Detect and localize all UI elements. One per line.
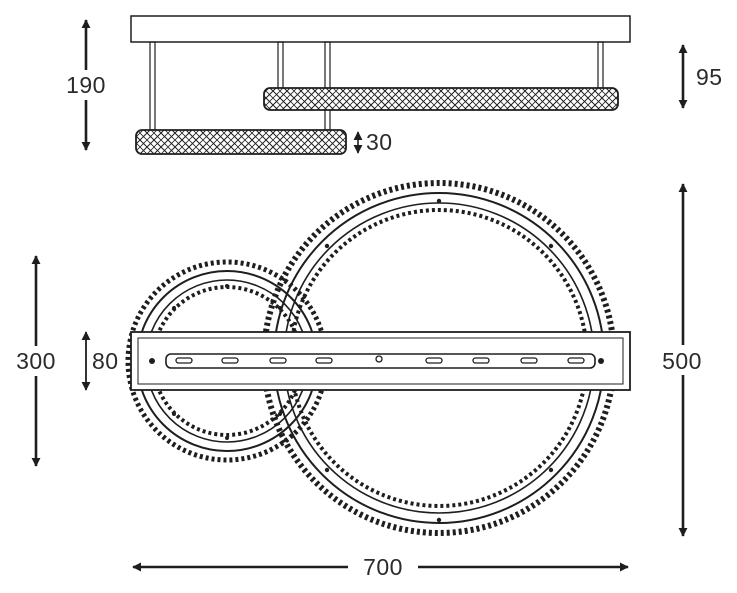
dim-label-80: 80: [92, 348, 119, 374]
dim-label-500: 500: [662, 348, 702, 374]
side-view: [130, 15, 631, 155]
dim-label-30: 30: [366, 129, 393, 155]
small-ring-side-band: [135, 129, 347, 155]
ring-dots: [172, 198, 598, 523]
ceiling-canopy: [130, 15, 631, 43]
large-ring-side-band: [263, 87, 619, 111]
dim-label-190: 190: [66, 72, 106, 98]
dim-label-95: 95: [696, 64, 723, 90]
mounting-bar: [130, 331, 631, 391]
top-view: [125, 180, 631, 536]
suspension-rods: [149, 41, 604, 131]
dimension-labels: 190 95 30 300 80 500 700: [16, 64, 723, 580]
dim-label-700: 700: [363, 554, 403, 580]
dim-label-300: 300: [16, 348, 56, 374]
